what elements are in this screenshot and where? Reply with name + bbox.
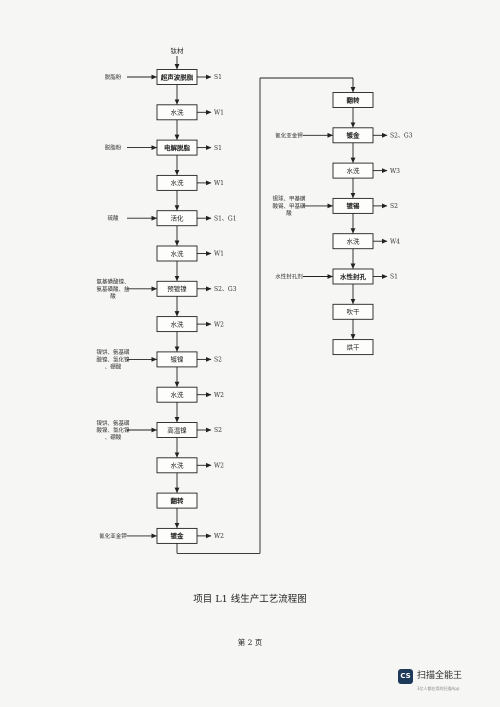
process-step-label: 翻转	[171, 496, 185, 505]
process-step-box	[156, 139, 198, 156]
process-step-box	[156, 422, 198, 438]
process-step-box	[156, 174, 198, 191]
process-step-label: 水洗	[171, 178, 185, 187]
input-material-label: 脱脂粉	[105, 73, 122, 81]
output-emission-label: W3	[390, 168, 400, 175]
process-step-box	[156, 527, 198, 544]
scanner-watermark: CS 扫描全能王 3亿人都在用的扫描App	[398, 669, 484, 697]
process-step-box	[156, 280, 198, 297]
process-step-box	[156, 245, 198, 262]
raw-material-label: 钛材	[171, 46, 185, 55]
process-step-label: 预镀镍	[167, 284, 187, 293]
watermark-tagline: 3亿人都在用的扫描App	[417, 686, 460, 691]
output-emission-label: W1	[214, 180, 224, 187]
process-step-label: 镀金	[171, 531, 185, 540]
output-emission-label: W2	[214, 463, 224, 470]
process-step-box	[156, 69, 198, 85]
camscanner-logo-icon: CS	[398, 669, 413, 684]
output-emission-label: S2	[390, 203, 398, 210]
process-step-label: 活化	[171, 214, 185, 223]
process-step-box	[156, 386, 198, 403]
page-number: 第 2 页	[237, 638, 263, 647]
output-emission-label: S2	[214, 427, 222, 434]
output-emission-label: S2	[214, 357, 222, 364]
flow-lines	[127, 56, 388, 554]
process-step-label: 水洗	[171, 461, 185, 470]
process-step-box	[332, 162, 374, 179]
output-emission-label: S2、G3	[390, 133, 413, 140]
figure-caption: 项目 L1 线生产工艺流程图	[193, 594, 307, 605]
output-emission-label: S1	[214, 145, 222, 152]
output-emission-label: W2	[214, 533, 224, 540]
input-material-label: 氰化亚金钾	[99, 532, 127, 540]
input-material-label: 氨基磺酸镍、氨基磺酸、盐酸	[96, 278, 130, 300]
output-emission-label: W2	[214, 392, 224, 399]
process-step-label: 超声波脱脂	[160, 72, 194, 81]
input-material-label: 镍饼、氨基磺酸镍、氯化镍、硼酸	[96, 348, 130, 370]
output-emission-label: S2、G3	[214, 286, 237, 293]
process-step-box	[156, 210, 198, 227]
input-material-label: 镍饼、氨基磺酸镍、氯化镍、硼酸	[96, 419, 130, 441]
process-step-box	[156, 316, 198, 333]
output-emission-label: W4	[390, 238, 400, 245]
process-step-box	[332, 92, 374, 108]
output-emission-label: S1	[390, 274, 398, 281]
process-step-box	[332, 268, 374, 285]
process-step-label: 烘干	[347, 342, 361, 351]
process-step-box	[156, 457, 198, 474]
output-emission-label: S1、G1	[214, 215, 237, 222]
process-step-label: 水性封孔	[340, 272, 367, 281]
process-step-box	[156, 351, 198, 368]
process-step-box	[332, 233, 374, 250]
input-material-label: 硫酸	[107, 214, 119, 222]
process-step-label: 电解脱脂	[164, 143, 191, 152]
process-step-label: 水洗	[347, 166, 361, 175]
process-step-box	[156, 104, 198, 121]
output-emission-label: W1	[214, 251, 224, 258]
process-step-label: 镀金	[347, 131, 361, 140]
process-step-label: 镀锡	[347, 201, 361, 210]
input-material-label: 锡球、甲基磺酸锡、甲基磺酸	[272, 195, 306, 217]
process-step-label: 水洗	[171, 249, 185, 258]
input-material-label: 脱脂粉	[105, 144, 122, 152]
process-step-label: 翻转	[347, 95, 361, 104]
process-step-box	[332, 339, 374, 356]
input-material-label: 水性封孔剂	[275, 273, 303, 281]
output-emission-label: W2	[214, 321, 224, 328]
process-step-label: 镀镍	[171, 355, 185, 364]
output-emission-label: W1	[214, 110, 224, 117]
process-step-label: 吹干	[347, 307, 361, 316]
process-step-label: 水洗	[171, 390, 185, 399]
process-step-box	[332, 303, 374, 320]
process-step-label: 水洗	[171, 319, 185, 328]
process-step-box	[332, 197, 374, 214]
process-step-label: 水洗	[171, 108, 185, 117]
process-step-label: 水洗	[347, 237, 361, 246]
process-step-box	[156, 492, 198, 509]
process-step-label: 高温镍	[167, 425, 187, 434]
process-step-box	[332, 127, 374, 144]
output-emission-label: S1	[214, 74, 222, 81]
watermark-name: 扫描全能王	[417, 671, 463, 681]
input-material-label: 氰化亚金钾	[275, 131, 303, 139]
